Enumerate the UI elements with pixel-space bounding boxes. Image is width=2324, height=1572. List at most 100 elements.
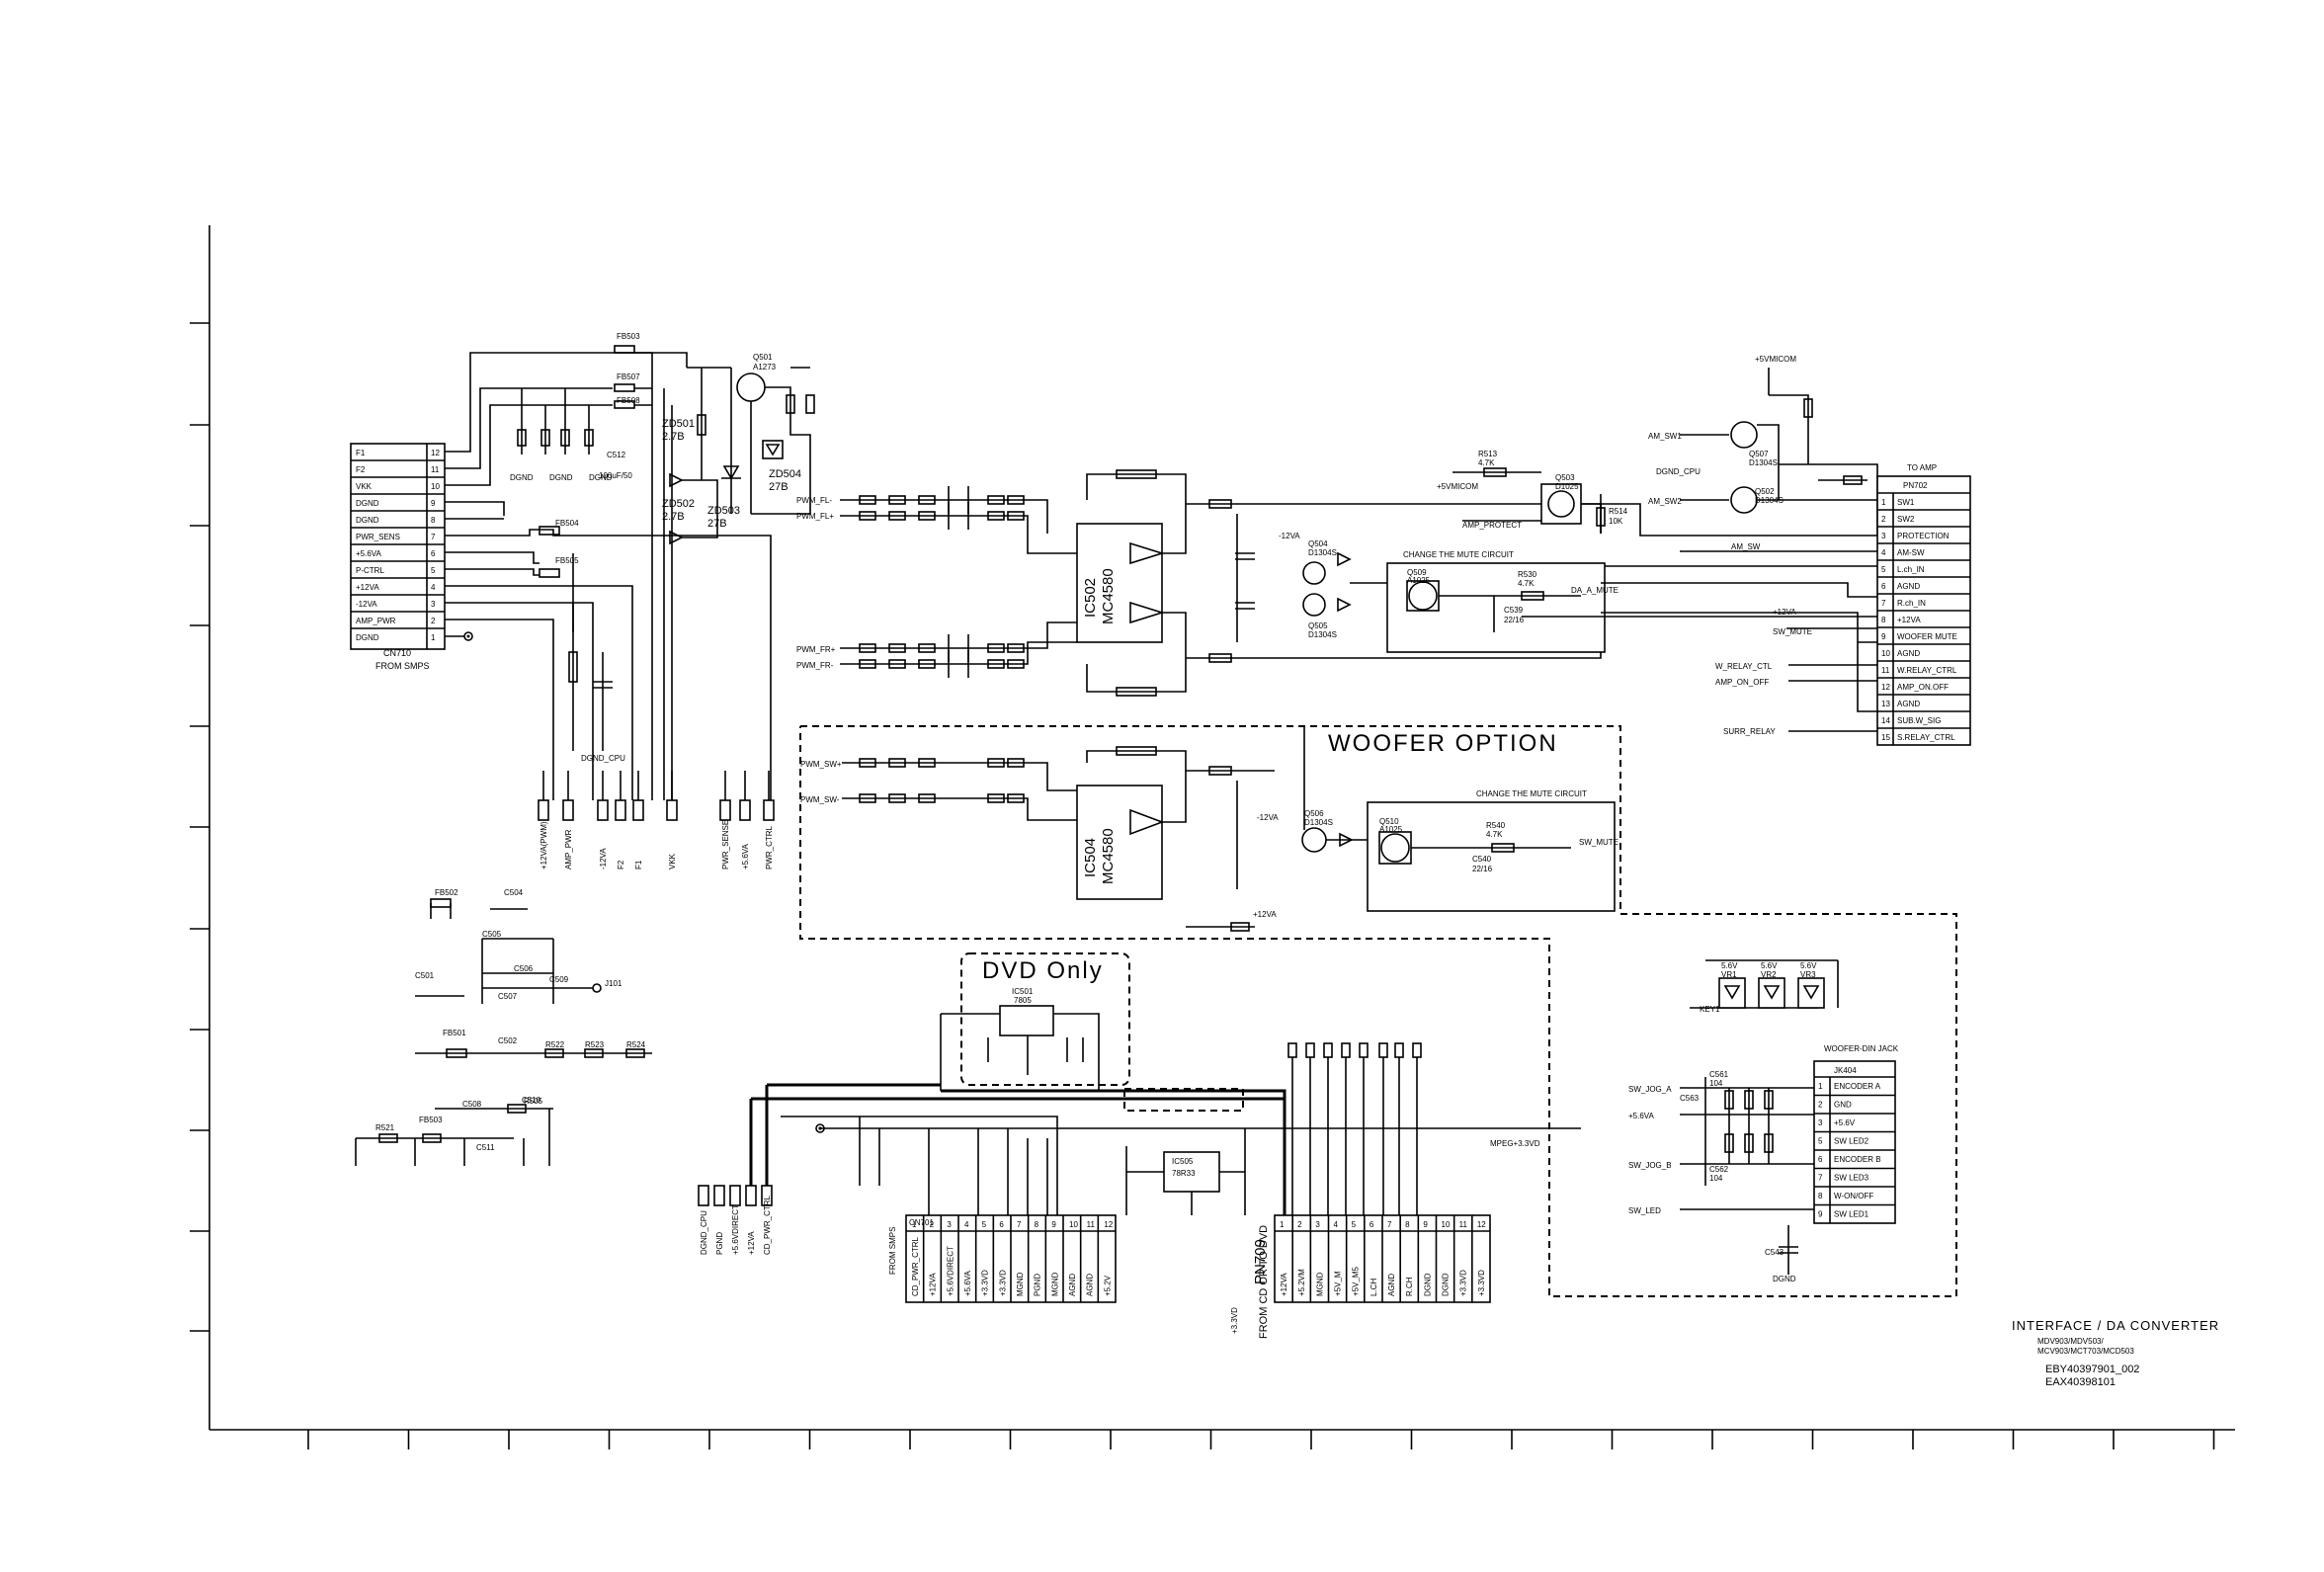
pn702-pin-label: AGND <box>1897 700 1920 708</box>
jk404-pin-number: 8 <box>1818 1192 1823 1200</box>
resistor <box>918 511 936 521</box>
port-arrow <box>719 799 731 821</box>
c507-label: C507 <box>498 992 518 1001</box>
c510-label: C510 <box>522 1096 541 1105</box>
cn710-caption: FROM SMPS <box>375 661 430 671</box>
sig-pwm-fr-plus: PWM_FR+ <box>796 645 836 654</box>
cn701-pin-label: AGND <box>1086 1274 1095 1296</box>
sig-minus12va-2: -12VA <box>1257 813 1279 822</box>
r513-ref: R513 <box>1478 450 1498 458</box>
q507-part: D1304S <box>1749 458 1778 467</box>
jk404-pin-number: 1 <box>1818 1082 1823 1091</box>
c561-val: 104 <box>1709 1079 1723 1088</box>
port-arrow <box>615 799 626 821</box>
pn702-pin-label: AMP_ON.OFF <box>1897 683 1949 692</box>
zd501-ref: ZD501 <box>662 418 695 430</box>
pn702-pin-number: 13 <box>1881 700 1890 708</box>
pn702-pin-label: WOOFER MUTE <box>1897 632 1957 641</box>
q503-part: D1025 <box>1555 482 1579 491</box>
cn701-pin-number: 9 <box>1051 1220 1056 1229</box>
pn702-pin-number: 8 <box>1881 616 1886 624</box>
port-arrow <box>538 799 549 821</box>
port-arrow <box>562 799 574 821</box>
sig-w-relay-ctl: W_RELAY_CTL <box>1715 662 1773 671</box>
pn702-pin-number: 11 <box>1881 666 1890 675</box>
varistor-ref: VR3 <box>1800 970 1816 979</box>
varistor-voltage: 5.6V <box>1800 961 1817 970</box>
ic504-part: MC4580 <box>1100 828 1117 884</box>
pn709-pin-label: +3.3VD <box>1477 1270 1486 1296</box>
pn702-pin-label: AGND <box>1897 582 1920 591</box>
protect-section: +5VMICOM R513 4.7K Q503 D1025 AMP_PROTEC… <box>1437 355 1937 537</box>
sig-minus12va-1: -12VA <box>1279 532 1300 540</box>
cn710-pin-number: 4 <box>431 583 436 592</box>
cn710-pin-number: 6 <box>431 549 436 558</box>
fb507-label: FB507 <box>617 372 640 381</box>
sig-am-sw: AM_SW <box>1731 542 1761 551</box>
resistor <box>859 495 876 505</box>
cn701-pin-number: 6 <box>999 1220 1004 1229</box>
resistor <box>1007 643 1025 653</box>
pn709-pin-label: DGND <box>1442 1273 1451 1296</box>
sig-amp-on-off: AMP_ON_OFF <box>1715 678 1769 687</box>
pn702-wiring: AM_SW +12VA SW_MUTE W_RELAY_CTL AMP_ON_O… <box>1522 542 1877 736</box>
fb502-label: FB502 <box>435 888 458 897</box>
resistor <box>859 659 876 669</box>
cn710-pin-label: PWR_SENS <box>356 533 400 541</box>
pn709-pin-label: +5V_M <box>1334 1271 1343 1296</box>
bottom-port-label: VKK <box>668 853 677 869</box>
q505-part: D1304S <box>1308 630 1337 639</box>
varistor-voltage: 5.6V <box>1721 961 1738 970</box>
pn709-pin-number: 5 <box>1352 1220 1357 1229</box>
signal-port-marker <box>1305 1042 1315 1058</box>
pn702-pin-number: 10 <box>1881 649 1890 658</box>
resistor <box>987 659 1005 669</box>
pn702-pin-number: 15 <box>1881 733 1890 742</box>
q504-part: D1304S <box>1308 548 1337 557</box>
jk404-pin-label: +5.6V <box>1834 1118 1856 1127</box>
port-arrow <box>729 1185 741 1206</box>
pn709-pin-label: R.CH <box>1405 1277 1414 1296</box>
cn701-pin-label: +5.2V <box>1103 1275 1112 1296</box>
connector-pn709: 1+12VA2+5.2VM3MGND4+5V_M5+5V_M56L.CH7AGN… <box>1230 1214 1491 1339</box>
port-arrow <box>698 1185 709 1206</box>
fb504-fb505: FB504 FB505 DGND_CPU <box>539 519 625 763</box>
sig-plus12va-2: +12VA <box>1253 910 1277 919</box>
cn710-pin-number: 9 <box>431 499 436 508</box>
cn710-pin-label: P-CTRL <box>356 566 384 575</box>
pn702-caption: TO AMP <box>1907 463 1937 472</box>
jk404-pin-number: 2 <box>1818 1101 1823 1110</box>
cn701-pin-label: +5.6VDIRECT <box>946 1246 954 1296</box>
jk404-pin-number: 6 <box>1818 1155 1823 1164</box>
cn710-pin-number: 7 <box>431 533 436 541</box>
c562-ref: C562 <box>1709 1165 1729 1174</box>
cn701-pin-label: CD_PWR_CTRL <box>911 1236 920 1296</box>
sig-pwm-sw-minus: PWM_SW- <box>800 795 840 804</box>
resistor <box>1007 793 1025 803</box>
pn709-pin-label: +3.3VD <box>1459 1270 1468 1296</box>
resistor <box>859 643 876 653</box>
ground-coupling-network: FB502 C504 C505 C506 C509 C507 J101 C501… <box>355 888 652 1166</box>
cn701-pin-label: PGND <box>1034 1274 1042 1296</box>
c543-ref: C543 <box>1765 1248 1784 1257</box>
pn702-pin-number: 12 <box>1881 683 1890 692</box>
sig-da-a-mute: DA_A_MUTE <box>1571 586 1618 595</box>
cn710-pin-label: AMP_PWR <box>356 617 396 625</box>
zd502-value: 2.7B <box>662 511 685 523</box>
resistor <box>1007 758 1025 768</box>
sig-dgnd-cpu-2: DGND_CPU <box>1656 467 1701 476</box>
resistor <box>918 659 936 669</box>
pn702-pin-label: SW2 <box>1897 515 1915 524</box>
signal-port-marker <box>1359 1042 1369 1058</box>
pn702-pin-label: S.RELAY_CTRL <box>1897 733 1955 742</box>
pn709-pin-label: +5.2VM <box>1297 1269 1306 1296</box>
r513-val: 4.7K <box>1478 458 1495 467</box>
mute-note-2: CHANGE THE MUTE CIRCUIT <box>1476 789 1587 798</box>
resistor <box>1007 659 1025 669</box>
zd504-value: 27B <box>769 481 788 493</box>
zd504-ref: ZD504 <box>769 468 801 480</box>
c539-ref: C539 <box>1504 606 1524 615</box>
zd503-ref: ZD503 <box>707 505 740 517</box>
